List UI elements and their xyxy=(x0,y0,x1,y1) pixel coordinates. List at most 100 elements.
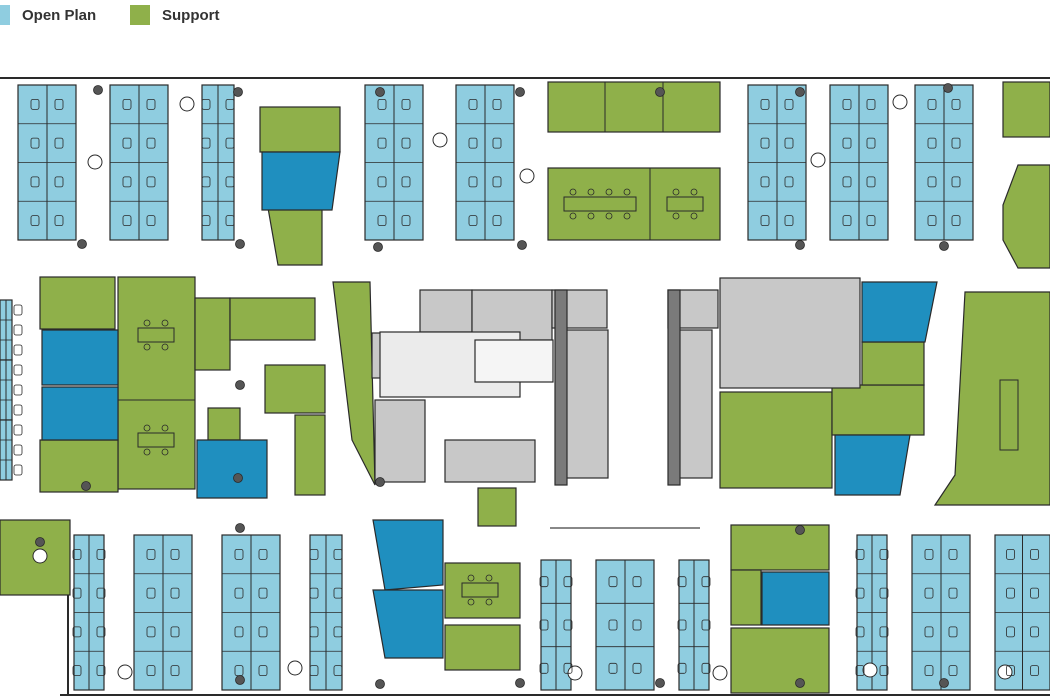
chair xyxy=(927,215,937,227)
chair xyxy=(842,137,852,149)
chair xyxy=(201,176,211,188)
chair xyxy=(122,137,132,149)
column xyxy=(235,380,245,390)
chair xyxy=(30,137,40,149)
chair xyxy=(258,665,268,677)
legend: Open Plan Support xyxy=(0,0,1050,34)
chair xyxy=(72,626,82,638)
column xyxy=(943,83,953,93)
lounge xyxy=(39,276,116,330)
service-room xyxy=(719,277,861,389)
chair xyxy=(951,98,961,110)
support-swatch xyxy=(130,5,150,25)
chair xyxy=(96,665,106,677)
stairwell xyxy=(444,439,536,483)
chair xyxy=(72,665,82,677)
enclosed-office xyxy=(41,386,119,441)
support-area xyxy=(831,384,925,436)
chair xyxy=(72,587,82,599)
chair xyxy=(492,215,502,227)
chair xyxy=(225,176,235,188)
support-area xyxy=(719,391,833,489)
chair xyxy=(13,464,23,476)
chair xyxy=(677,619,687,631)
chair xyxy=(122,98,132,110)
chair xyxy=(784,176,794,188)
chair xyxy=(377,176,387,188)
chair xyxy=(924,587,934,599)
chair xyxy=(924,626,934,638)
legend-label-open-plan: Open Plan xyxy=(22,6,97,24)
column xyxy=(233,87,243,97)
chair xyxy=(13,324,23,336)
chair xyxy=(401,215,411,227)
building-outline xyxy=(0,77,1050,696)
chair xyxy=(879,626,889,638)
chair xyxy=(170,626,180,638)
round-table xyxy=(432,132,448,148)
chair xyxy=(866,215,876,227)
chair xyxy=(563,662,573,674)
round-table xyxy=(712,665,728,681)
column xyxy=(795,678,805,688)
support-area xyxy=(861,341,925,386)
chair xyxy=(170,548,180,560)
chair xyxy=(13,404,23,416)
conference-table xyxy=(563,196,637,212)
chair xyxy=(492,137,502,149)
chair xyxy=(467,574,475,582)
column xyxy=(795,525,805,535)
huddle-room xyxy=(264,364,326,414)
chair xyxy=(760,176,770,188)
chair xyxy=(146,626,156,638)
chair xyxy=(485,598,493,606)
support-area xyxy=(477,487,517,527)
chair xyxy=(143,319,151,327)
chair xyxy=(309,587,319,599)
chair xyxy=(492,176,502,188)
round-table xyxy=(179,96,195,112)
chair xyxy=(672,212,680,220)
column xyxy=(235,675,245,685)
chair xyxy=(30,176,40,188)
support-area xyxy=(1002,164,1050,269)
chair xyxy=(760,98,770,110)
cafe-counter xyxy=(999,379,1019,451)
chair xyxy=(948,665,958,677)
chair xyxy=(690,188,698,196)
column xyxy=(235,239,245,249)
support-zones xyxy=(0,81,1050,694)
column xyxy=(375,679,385,689)
chair xyxy=(539,576,549,588)
chair xyxy=(201,137,211,149)
round-table xyxy=(117,664,133,680)
huddle-room xyxy=(267,207,323,266)
chair xyxy=(146,587,156,599)
column xyxy=(235,523,245,533)
enclosed-office xyxy=(834,434,911,496)
column xyxy=(35,537,45,547)
support-area xyxy=(730,569,762,626)
chair xyxy=(623,212,631,220)
chair xyxy=(866,98,876,110)
chair xyxy=(225,98,235,110)
support-area xyxy=(730,627,830,694)
chair xyxy=(677,662,687,674)
chair xyxy=(608,662,618,674)
chair xyxy=(54,176,64,188)
chair xyxy=(377,137,387,149)
core-room xyxy=(419,289,473,333)
chair xyxy=(161,448,169,456)
column xyxy=(655,678,665,688)
chair xyxy=(122,215,132,227)
chair xyxy=(401,98,411,110)
chair xyxy=(1006,548,1015,560)
conference-table xyxy=(461,582,499,598)
round-table xyxy=(287,660,303,676)
chair xyxy=(924,665,934,677)
chair xyxy=(146,665,156,677)
support-area xyxy=(1002,81,1050,138)
chair xyxy=(608,576,618,588)
support-area xyxy=(444,624,521,671)
chair xyxy=(951,215,961,227)
